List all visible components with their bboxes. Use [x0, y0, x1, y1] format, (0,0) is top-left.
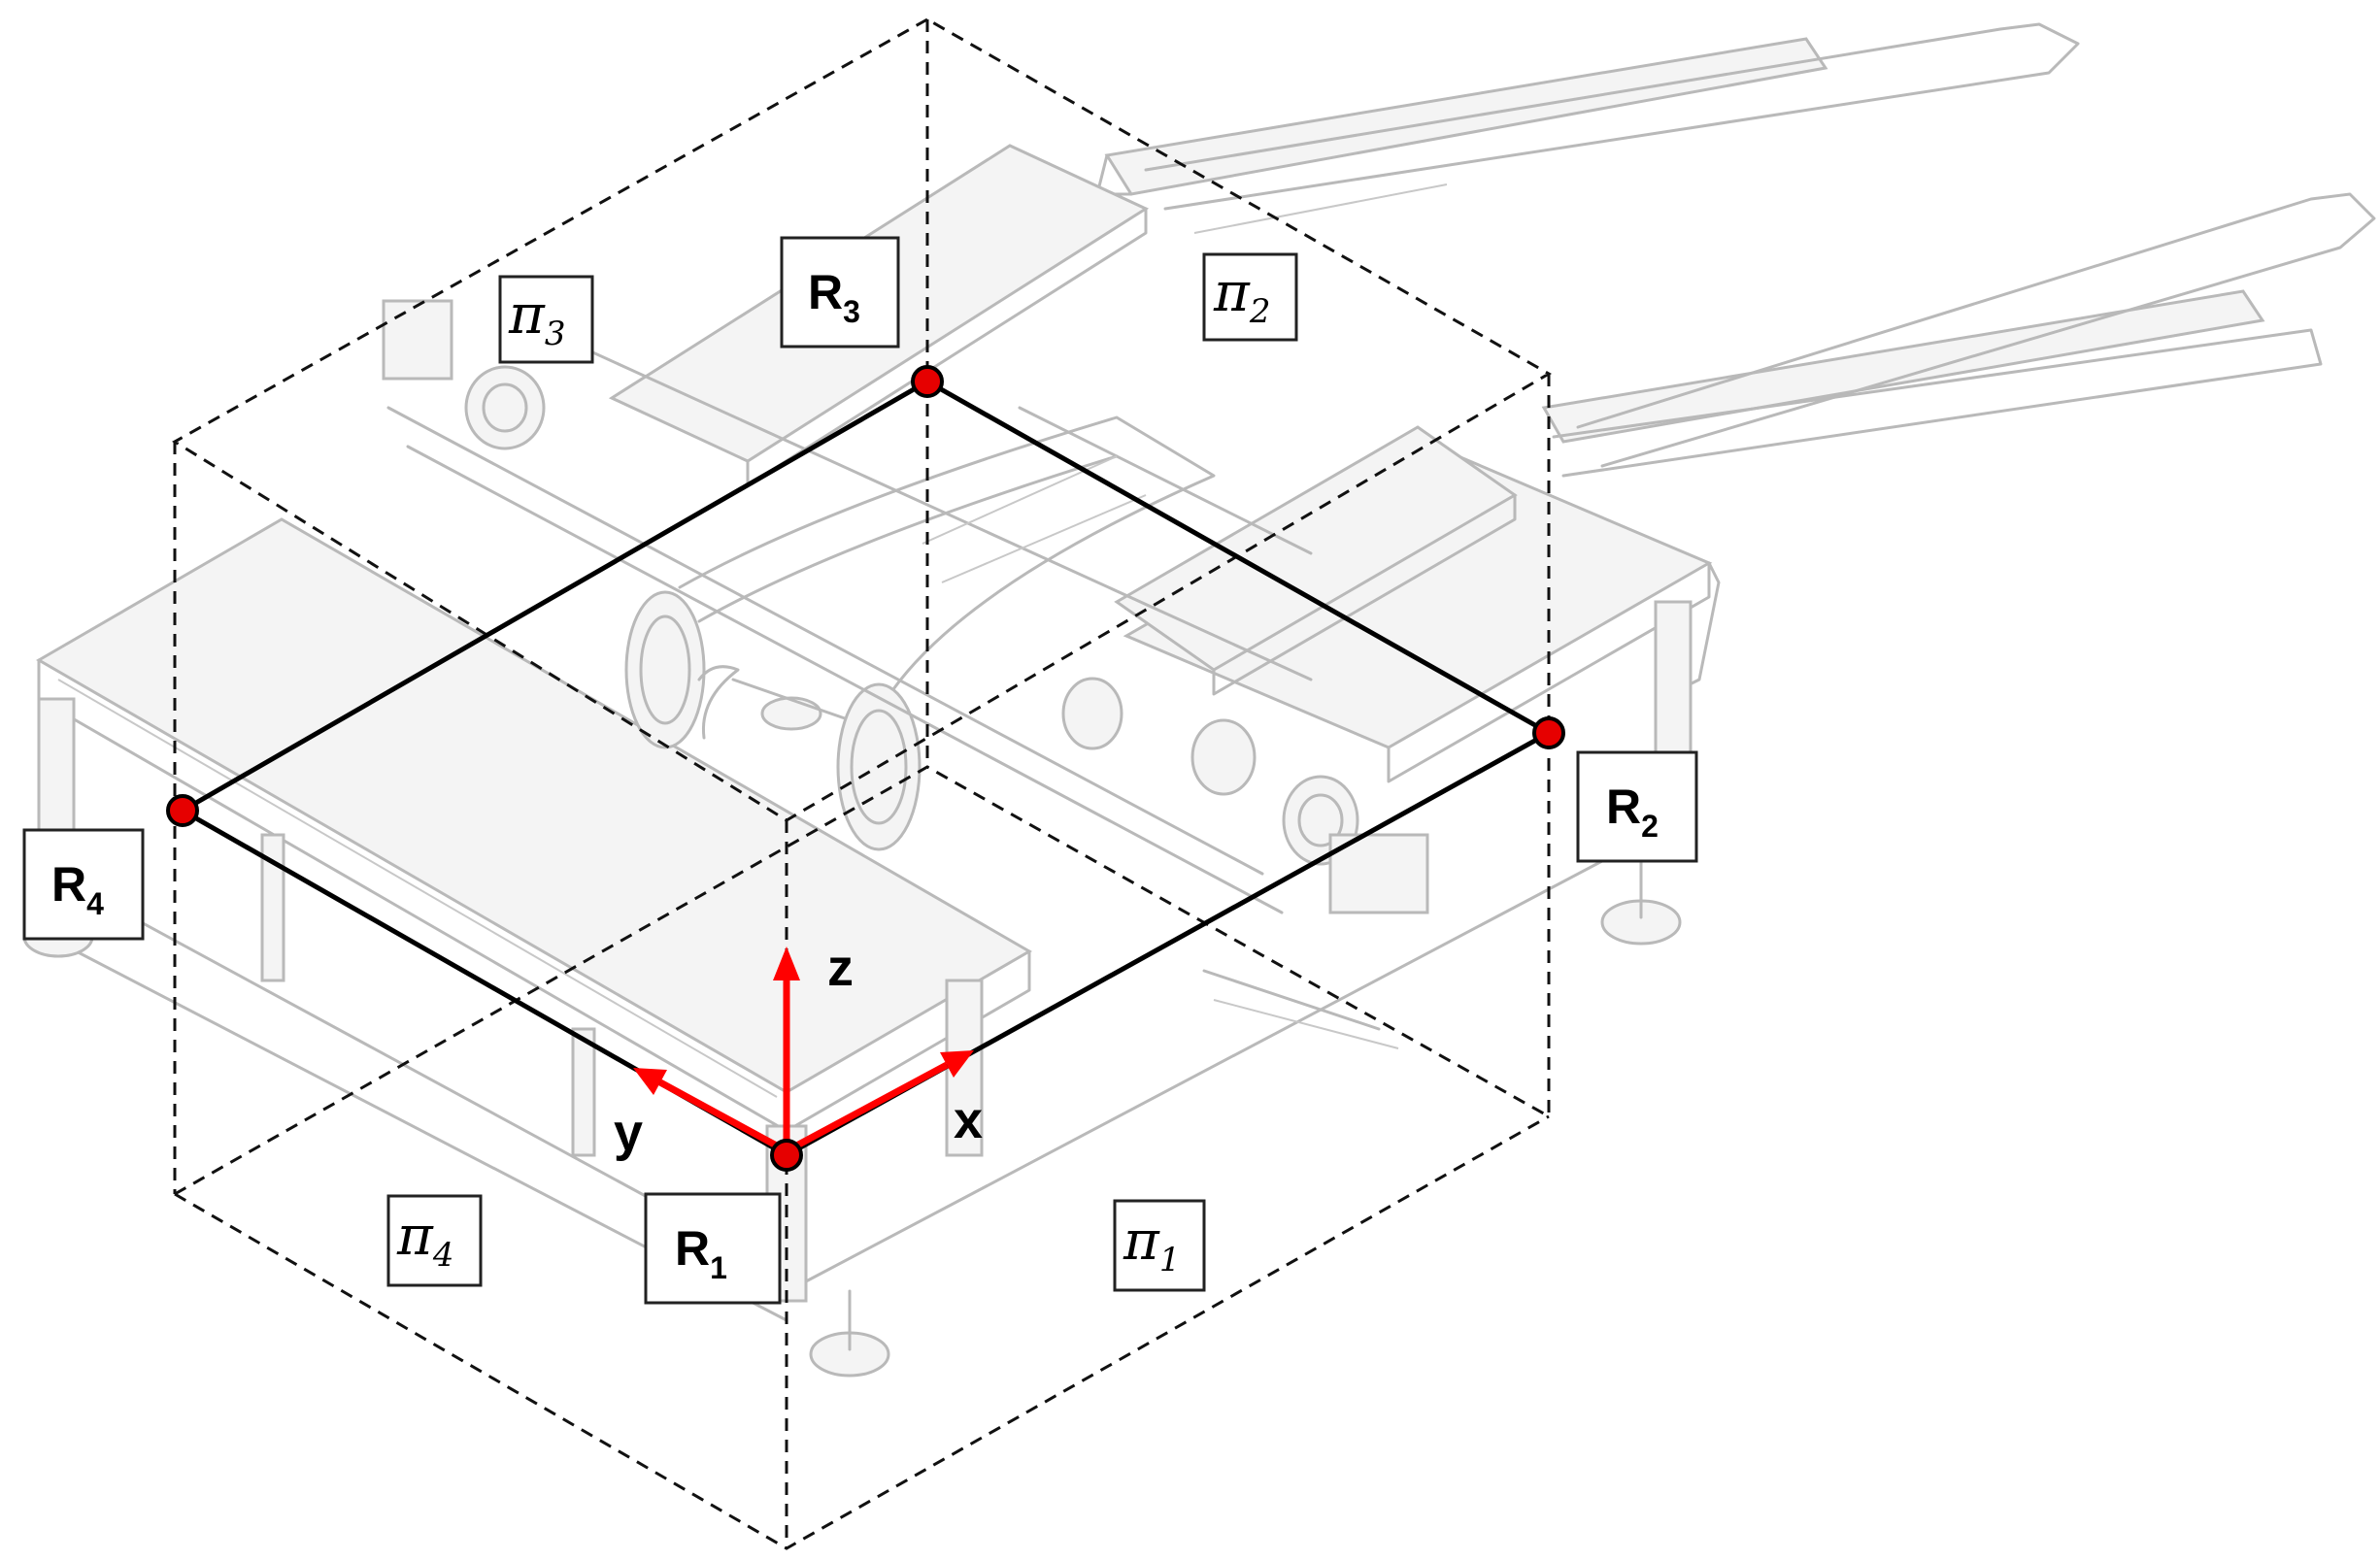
upper-chute: [1095, 22, 2080, 234]
svg-text:π3: π3: [508, 283, 565, 353]
svg-text:π4: π4: [396, 1205, 453, 1275]
point-r2: [1532, 716, 1565, 749]
label-pi4-base: π: [396, 1205, 434, 1268]
x-axis-arrow: [789, 1061, 949, 1152]
point-r1: [770, 1139, 803, 1172]
label-r3-base: R: [808, 265, 843, 319]
edge-r2-r3: [925, 379, 1551, 736]
svg-text:π1: π1: [1123, 1210, 1180, 1279]
label-r2: R2: [1576, 750, 1698, 863]
svg-text:R3: R3: [808, 265, 860, 329]
label-r3-sub: 3: [843, 294, 860, 329]
svg-text:R4: R4: [51, 857, 104, 921]
label-pi3-sub: 3: [545, 315, 566, 353]
edge-r3-r4: [181, 379, 929, 814]
label-pi4: π4: [386, 1194, 483, 1287]
label-r4: R4: [22, 828, 145, 941]
plane-labels: π1 π2 π3 π4: [386, 252, 1298, 1292]
right-table-top: [1123, 449, 1721, 783]
label-r4-base: R: [51, 857, 86, 912]
label-pi1: π1: [1113, 1199, 1206, 1292]
label-pi4-sub: 4: [432, 1236, 454, 1275]
label-r3: R3: [780, 236, 900, 349]
left-table-top: [36, 517, 1032, 1133]
point-r3: [911, 365, 944, 398]
label-pi2: π2: [1202, 252, 1298, 342]
drive-components: [382, 299, 1429, 1049]
reference-point-labels: R1 R2 R3 R4: [22, 236, 1698, 1305]
label-r1-sub: 1: [710, 1250, 727, 1285]
label-pi2-base: π: [1213, 261, 1251, 324]
z-axis-arrowhead: [773, 947, 800, 980]
label-r1-base: R: [675, 1221, 710, 1276]
y-axis-arrow: [658, 1079, 784, 1152]
coordinate-axes: z x y: [614, 939, 983, 1162]
svg-text:R2: R2: [1606, 780, 1659, 844]
label-r4-sub: 4: [86, 886, 104, 921]
label-r1: R1: [644, 1192, 782, 1305]
z-axis-label: z: [827, 939, 854, 997]
svg-text:R1: R1: [675, 1221, 727, 1285]
label-pi2-sub: 2: [1249, 292, 1271, 331]
label-pi3: π3: [498, 275, 594, 364]
x-axis-label: x: [954, 1091, 983, 1149]
y-axis-label: y: [614, 1104, 643, 1162]
reference-points: [166, 365, 1565, 1172]
label-pi1-sub: 1: [1159, 1241, 1181, 1279]
label-r2-base: R: [1606, 780, 1641, 834]
lower-chute: [1541, 192, 2376, 478]
svg-text:π2: π2: [1213, 261, 1270, 331]
y-axis-arrowhead: [633, 1068, 667, 1095]
point-r4: [166, 794, 199, 827]
label-r2-sub: 2: [1641, 809, 1659, 844]
label-pi3-base: π: [508, 283, 546, 347]
x-axis-arrowhead: [940, 1050, 974, 1078]
label-pi1-base: π: [1123, 1210, 1160, 1273]
